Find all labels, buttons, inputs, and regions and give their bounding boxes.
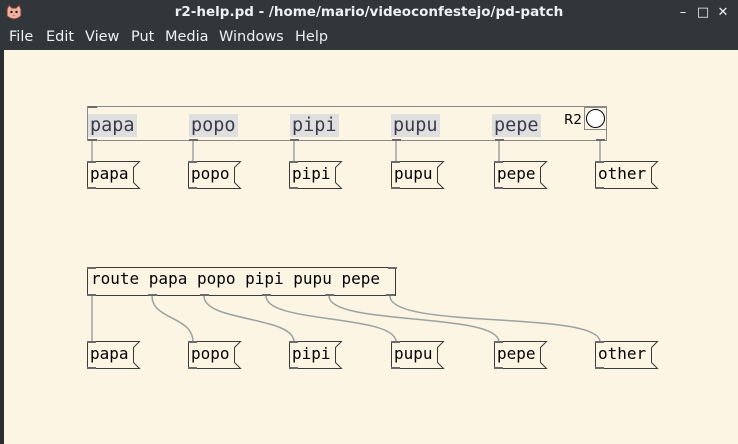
inlet[interactable] bbox=[87, 341, 96, 343]
outlet[interactable] bbox=[189, 139, 198, 141]
inlet[interactable] bbox=[388, 267, 397, 269]
outlet[interactable] bbox=[495, 139, 504, 141]
message-box-pupu[interactable]: pupu bbox=[391, 341, 445, 369]
outlet[interactable] bbox=[87, 187, 96, 189]
minimize-button[interactable]: – bbox=[679, 5, 687, 20]
message-box-pepe[interactable]: pepe bbox=[494, 341, 548, 369]
outlet[interactable] bbox=[188, 187, 197, 189]
menu-media[interactable]: Media bbox=[165, 29, 209, 45]
cord[interactable] bbox=[328, 295, 500, 343]
inlet[interactable] bbox=[595, 161, 604, 163]
inlet[interactable] bbox=[87, 267, 96, 269]
menu-put[interactable]: Put bbox=[131, 29, 155, 45]
message-box-pepe[interactable]: pepe bbox=[494, 161, 548, 189]
r2-label-pipi: pipi bbox=[290, 114, 339, 137]
window-title: r2-help.pd - /home/mario/videoconfestejo… bbox=[174, 4, 564, 20]
route-object[interactable]: route papa popo pipi pupu pepe bbox=[87, 267, 397, 296]
outlet[interactable] bbox=[392, 139, 401, 141]
menu-help[interactable]: Help bbox=[295, 29, 329, 45]
menu-bar: File Edit View Put Media Windows Help bbox=[0, 26, 738, 50]
outlet[interactable] bbox=[262, 294, 271, 296]
inlet[interactable] bbox=[188, 161, 197, 163]
outlet[interactable] bbox=[289, 367, 298, 369]
menu-edit[interactable]: Edit bbox=[46, 29, 75, 45]
inlet[interactable] bbox=[494, 341, 503, 343]
patch-cords bbox=[91, 141, 601, 343]
inlet[interactable] bbox=[88, 106, 97, 108]
outlet[interactable] bbox=[289, 187, 298, 189]
bang-button[interactable] bbox=[584, 107, 607, 130]
outlet[interactable] bbox=[188, 367, 197, 369]
message-text: pupu bbox=[394, 164, 433, 183]
outlet[interactable] bbox=[200, 294, 209, 296]
outlet[interactable] bbox=[391, 187, 400, 189]
outlet[interactable] bbox=[87, 367, 96, 369]
message-text: other bbox=[598, 344, 647, 363]
outlet[interactable] bbox=[88, 139, 97, 141]
bang-icon bbox=[586, 109, 605, 128]
message-text: papa bbox=[90, 344, 129, 363]
outlet[interactable] bbox=[386, 294, 395, 296]
cord[interactable] bbox=[389, 295, 601, 343]
r2-name-label: R2 bbox=[564, 112, 582, 128]
message-text: pepe bbox=[497, 164, 536, 183]
message-text: other bbox=[598, 164, 647, 183]
inlet[interactable] bbox=[494, 161, 503, 163]
message-text: pipi bbox=[292, 164, 331, 183]
r2-label-pupu: pupu bbox=[391, 114, 440, 137]
menu-view[interactable]: View bbox=[85, 29, 120, 45]
message-box-pipi[interactable]: pipi bbox=[289, 161, 343, 189]
outlet[interactable] bbox=[148, 294, 157, 296]
outlet[interactable] bbox=[325, 294, 334, 296]
inlet[interactable] bbox=[391, 161, 400, 163]
outlet[interactable] bbox=[494, 367, 503, 369]
inlet[interactable] bbox=[188, 341, 197, 343]
cord[interactable] bbox=[151, 295, 194, 343]
cord[interactable] bbox=[203, 295, 295, 343]
cord[interactable] bbox=[265, 295, 397, 343]
outlet[interactable] bbox=[290, 139, 299, 141]
title-bar[interactable]: r2-help.pd - /home/mario/videoconfestejo… bbox=[0, 0, 738, 26]
message-box-other[interactable]: other bbox=[595, 161, 659, 189]
pd-cat-icon bbox=[6, 4, 22, 20]
r2-label-popo: popo bbox=[189, 114, 238, 137]
inlet[interactable] bbox=[289, 341, 298, 343]
inlet[interactable] bbox=[87, 161, 96, 163]
outlet[interactable] bbox=[595, 187, 604, 189]
r2-label-papa: papa bbox=[88, 114, 137, 137]
message-text: pupu bbox=[394, 344, 433, 363]
patch-canvas[interactable]: papa popo pipi pupu pepe R2 papa popo pi… bbox=[4, 50, 738, 444]
menu-file[interactable]: File bbox=[9, 29, 34, 45]
menu-windows[interactable]: Windows bbox=[219, 29, 284, 45]
close-button[interactable]: ✕ bbox=[717, 5, 729, 20]
maximize-button[interactable]: □ bbox=[696, 5, 710, 20]
outlet[interactable] bbox=[596, 139, 605, 141]
inlet[interactable] bbox=[391, 341, 400, 343]
message-box-pupu[interactable]: pupu bbox=[391, 161, 445, 189]
message-box-papa[interactable]: papa bbox=[87, 161, 141, 189]
route-object-text: route papa popo pipi pupu pepe bbox=[91, 269, 380, 288]
outlet[interactable] bbox=[595, 367, 604, 369]
message-box-popo[interactable]: popo bbox=[188, 341, 242, 369]
message-text: papa bbox=[90, 164, 129, 183]
outlet[interactable] bbox=[494, 187, 503, 189]
message-box-pipi[interactable]: pipi bbox=[289, 341, 343, 369]
message-text: popo bbox=[191, 344, 230, 363]
inlet[interactable] bbox=[595, 341, 604, 343]
message-text: popo bbox=[191, 164, 230, 183]
outlet[interactable] bbox=[391, 367, 400, 369]
message-box-papa[interactable]: papa bbox=[87, 341, 141, 369]
r2-label-pepe: pepe bbox=[492, 114, 541, 137]
message-box-other[interactable]: other bbox=[595, 341, 659, 369]
message-text: pipi bbox=[292, 344, 331, 363]
message-box-popo[interactable]: popo bbox=[188, 161, 242, 189]
inlet[interactable] bbox=[289, 161, 298, 163]
r2-object[interactable]: papa popo pipi pupu pepe R2 bbox=[87, 106, 607, 141]
outlet[interactable] bbox=[87, 294, 96, 296]
message-text: pepe bbox=[497, 344, 536, 363]
